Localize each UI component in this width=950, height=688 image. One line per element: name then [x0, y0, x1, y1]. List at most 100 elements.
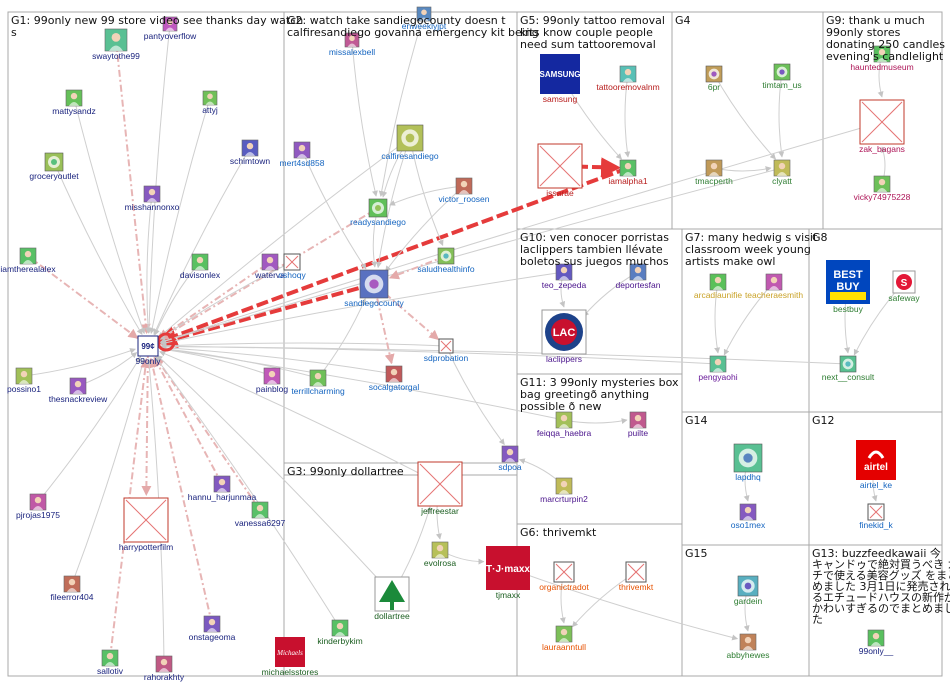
node-pantyoverflow[interactable]: pantyoverflow: [144, 16, 197, 41]
node-label: sdpoa: [498, 462, 521, 472]
node-readysandiego[interactable]: readysandiego: [350, 198, 406, 227]
group-title-g6: G6: thrivemkt: [520, 526, 597, 539]
node-mert4sd858[interactable]: mert4sd858: [280, 141, 325, 168]
node-issarae[interactable]: issarae: [537, 143, 583, 198]
node-label: timtam_us: [762, 80, 801, 90]
avatar-icon: [501, 445, 519, 463]
node-thrivemkt[interactable]: thrivemkt: [619, 561, 654, 592]
node-zak_bagans[interactable]: zak_bagans: [859, 99, 905, 154]
node-airtel_ke[interactable]: airtel airtel_ke: [856, 440, 896, 490]
node-calfiresandiego[interactable]: calfiresandiego: [381, 124, 439, 161]
node-kinderbykim[interactable]: kinderbykim: [317, 619, 363, 646]
node-vicky74975228[interactable]: vicky74975228: [854, 175, 911, 202]
node-sdprobation[interactable]: sdprobation: [424, 338, 469, 363]
node-label: 99only: [135, 356, 161, 366]
node-schimtown[interactable]: schimtown: [230, 139, 270, 166]
node-teacheraesmith[interactable]: teacheraesmith: [745, 273, 803, 300]
node-missalexbell[interactable]: missalexbell: [329, 32, 375, 57]
node-lauraanntull[interactable]: lauraanntull: [542, 625, 586, 652]
group-frame-g13: [808, 544, 943, 677]
node-hauntedmuseum[interactable]: hauntedmuseum: [850, 45, 914, 72]
node-label: terrillcharming: [291, 386, 345, 396]
node-label: airtel_ke: [860, 480, 892, 490]
edge-groceryoutlet-99only: [53, 161, 143, 335]
node-hannu_harjunmaa[interactable]: hannu_harjunmaa: [188, 475, 257, 502]
node-harrypotterfilm[interactable]: harrypotterfilm: [119, 497, 173, 552]
node-waterva[interactable]: waterva: [254, 253, 285, 280]
node-99only[interactable]: 99¢99only: [135, 335, 161, 366]
node-6pr[interactable]: 6pr: [705, 65, 723, 92]
node-gardein[interactable]: gardein: [734, 575, 763, 606]
node-mattysandz[interactable]: mattysandz: [52, 89, 96, 116]
node-saludhealthinfo[interactable]: saludhealthinfo: [417, 247, 475, 274]
node-99only__[interactable]: 99only__: [859, 629, 894, 656]
node-sdpoa[interactable]: sdpoa: [498, 445, 522, 472]
node-iamtherealalex[interactable]: iamtherealalex: [0, 247, 56, 274]
node-rahorakhty[interactable]: rahorakhty: [144, 655, 185, 682]
node-label: oshoqy: [278, 270, 306, 280]
node-swaytothe99[interactable]: swaytothe99: [92, 28, 140, 61]
node-attyj[interactable]: attyj: [202, 90, 218, 115]
avatar-icon: [555, 477, 573, 495]
node-pjrojas1975[interactable]: pjrojas1975: [16, 493, 60, 520]
node-label: teo_zepeda: [542, 280, 587, 290]
node-lapdhq[interactable]: lapdhq: [733, 443, 763, 482]
node-groceryoutlet[interactable]: groceryoutlet: [29, 152, 79, 181]
svg-text:S: S: [901, 278, 908, 289]
node-finekid_k[interactable]: finekid_k: [859, 503, 894, 530]
node-tmacperth[interactable]: tmacperth: [695, 159, 733, 186]
node-teo_zepeda[interactable]: teo_zepeda: [542, 263, 587, 290]
logo-icon: [359, 269, 389, 299]
node-label: pengyaohi: [698, 372, 737, 382]
node-evolrosa[interactable]: evolrosa: [424, 541, 456, 568]
node-sandiegocounty[interactable]: sandiegocounty: [344, 269, 405, 308]
logo-dollartree-icon: [374, 576, 410, 612]
node-tattooremovalnm[interactable]: tattooremovalnm: [596, 65, 660, 92]
node-label: samsung: [543, 94, 578, 104]
node-sallotiv[interactable]: sallotiv: [97, 649, 124, 676]
node-puilte[interactable]: puilte: [628, 411, 649, 438]
node-oshoqy[interactable]: oshoqy: [278, 253, 306, 280]
missing-icon: [537, 143, 583, 189]
avatar-icon: [619, 65, 637, 83]
node-samsung[interactable]: SAMSUNG samsung: [540, 54, 581, 104]
node-oso1mex[interactable]: oso1mex: [731, 503, 766, 530]
edge-schimtown-99only: [153, 147, 251, 335]
node-clyatt[interactable]: clyatt: [772, 159, 793, 186]
node-pengyaohi[interactable]: pengyaohi: [698, 355, 738, 382]
node-onstageoma[interactable]: onstageoma: [189, 615, 236, 642]
node-jeffreestar[interactable]: jeffreestar: [417, 461, 463, 516]
node-socalgatorgal[interactable]: socalgatorgal: [369, 365, 420, 392]
node-abbyhewes[interactable]: abbyhewes: [726, 633, 770, 660]
node-timtam_us[interactable]: timtam_us: [762, 63, 802, 90]
node-enweeklyjpt[interactable]: enweeklyjpt: [402, 6, 447, 31]
node-fileerror404[interactable]: fileerror404: [51, 575, 94, 602]
group-title-line: donating 250 candles: [826, 38, 945, 51]
node-vanessa6297[interactable]: vanessa6297: [235, 501, 286, 528]
node-misshannonxo[interactable]: misshannonxo: [125, 185, 180, 212]
node-terrillcharming[interactable]: terrillcharming: [291, 369, 345, 396]
node-next__consult[interactable]: next__consult: [822, 355, 875, 382]
node-dollartree[interactable]: dollartree: [374, 576, 410, 621]
node-thesnackreview[interactable]: thesnackreview: [49, 377, 108, 404]
node-iamalpha1[interactable]: iamalpha1: [608, 159, 648, 186]
node-painblog[interactable]: painblog: [256, 367, 288, 394]
edge-timtam_us-clyatt: [778, 71, 785, 158]
node-feiqqa_haebra[interactable]: feiqqa_haebra: [537, 411, 592, 438]
node-marcrturpin2[interactable]: marcrturpin2: [540, 477, 588, 504]
svg-text:airtel: airtel: [864, 462, 888, 473]
node-label: clyatt: [772, 176, 792, 186]
svg-text:SAMSUNG: SAMSUNG: [540, 70, 581, 79]
node-organictradot[interactable]: organictradot: [539, 561, 589, 592]
node-deportesfan[interactable]: deportesfan: [616, 263, 661, 290]
node-possino1[interactable]: possino1: [7, 367, 41, 394]
logo-icon: [737, 575, 759, 597]
node-arcadiaunifie[interactable]: arcadiaunifie: [694, 273, 742, 300]
node-davisonlex[interactable]: davisonlex: [180, 253, 221, 280]
node-victor_roosen[interactable]: victor_roosen: [438, 177, 490, 204]
